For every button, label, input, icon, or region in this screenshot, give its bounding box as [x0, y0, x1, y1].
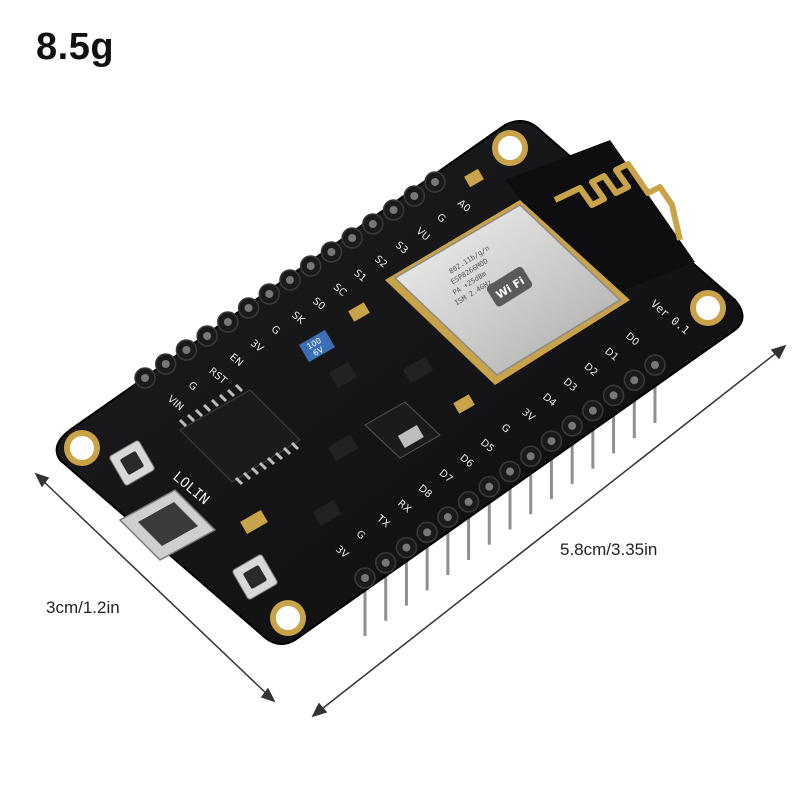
- width-dimension-label: 3cm/1.2in: [46, 598, 120, 617]
- dimension-length-line: [311, 344, 787, 718]
- pin-hole: [265, 290, 274, 298]
- pin-hole: [203, 332, 212, 340]
- chip-pin: [186, 413, 196, 423]
- pin-hole: [141, 374, 149, 382]
- chip-pin: [218, 393, 228, 403]
- chip-pin: [242, 471, 252, 481]
- pin-hole: [402, 543, 411, 552]
- pin-hole: [348, 234, 357, 242]
- weight-label: 8.5g: [36, 26, 115, 68]
- chip-pin: [250, 466, 260, 476]
- pin-hole: [327, 248, 336, 256]
- pin-hole: [244, 304, 253, 312]
- pin-hole: [306, 262, 315, 270]
- pin-hole: [588, 406, 597, 415]
- pin-hole: [361, 574, 369, 582]
- flash-button: [232, 554, 278, 600]
- pin-hole: [547, 437, 556, 446]
- pin-hole: [423, 528, 432, 537]
- chip-pin: [178, 418, 188, 428]
- pin-hole: [630, 376, 639, 385]
- chip-pin: [274, 451, 284, 461]
- pin-hole: [389, 206, 398, 214]
- chip-pin: [210, 398, 220, 408]
- right-pin-header: [354, 354, 666, 589]
- chip-pin: [258, 461, 268, 471]
- chip-pin: [290, 441, 300, 451]
- pin-hole: [381, 558, 390, 567]
- pin-hole: [526, 452, 535, 461]
- pin-hole: [443, 513, 452, 522]
- micro-usb-port: [118, 489, 217, 561]
- pin-hole: [223, 318, 232, 326]
- length-dimension-label: 5.8cm/3.35in: [560, 540, 658, 559]
- pin-hole: [485, 482, 494, 491]
- pin-hole: [368, 220, 377, 228]
- chip-pin: [226, 388, 236, 398]
- wifi-logo-icon: [486, 266, 533, 307]
- pin-hole: [568, 421, 577, 430]
- reset-button: [109, 440, 155, 486]
- pin-hole: [182, 346, 191, 354]
- voltage-regulator: [364, 401, 441, 459]
- small-components: [240, 168, 484, 535]
- pin-hole: [410, 192, 419, 200]
- pin-hole: [651, 361, 659, 369]
- antenna-area: [505, 140, 695, 300]
- usb-serial-chip: [178, 383, 301, 486]
- pin-hole: [506, 467, 514, 476]
- chip-pin: [266, 456, 276, 466]
- chip-pin: [282, 446, 292, 456]
- pin-hole: [609, 391, 618, 400]
- wifi-module: Wi Fi ESP8266MOD 802.11b/g/n PA +25dBm I…: [385, 200, 630, 385]
- chip-pin: [234, 476, 244, 486]
- mounting-holes: [64, 130, 726, 636]
- chip-pin: [202, 403, 212, 413]
- pin-hole: [464, 497, 473, 506]
- pin-hole: [286, 276, 294, 284]
- pin-hole: [161, 360, 170, 368]
- chip-pin: [194, 408, 204, 418]
- dimension-width-line: [34, 472, 276, 703]
- pcb-antenna-trace: [553, 161, 683, 241]
- pin-hole: [431, 178, 439, 186]
- left-pin-header: [134, 171, 446, 389]
- chip-pin: [234, 383, 244, 393]
- capacitor: 100 6V: [299, 329, 335, 363]
